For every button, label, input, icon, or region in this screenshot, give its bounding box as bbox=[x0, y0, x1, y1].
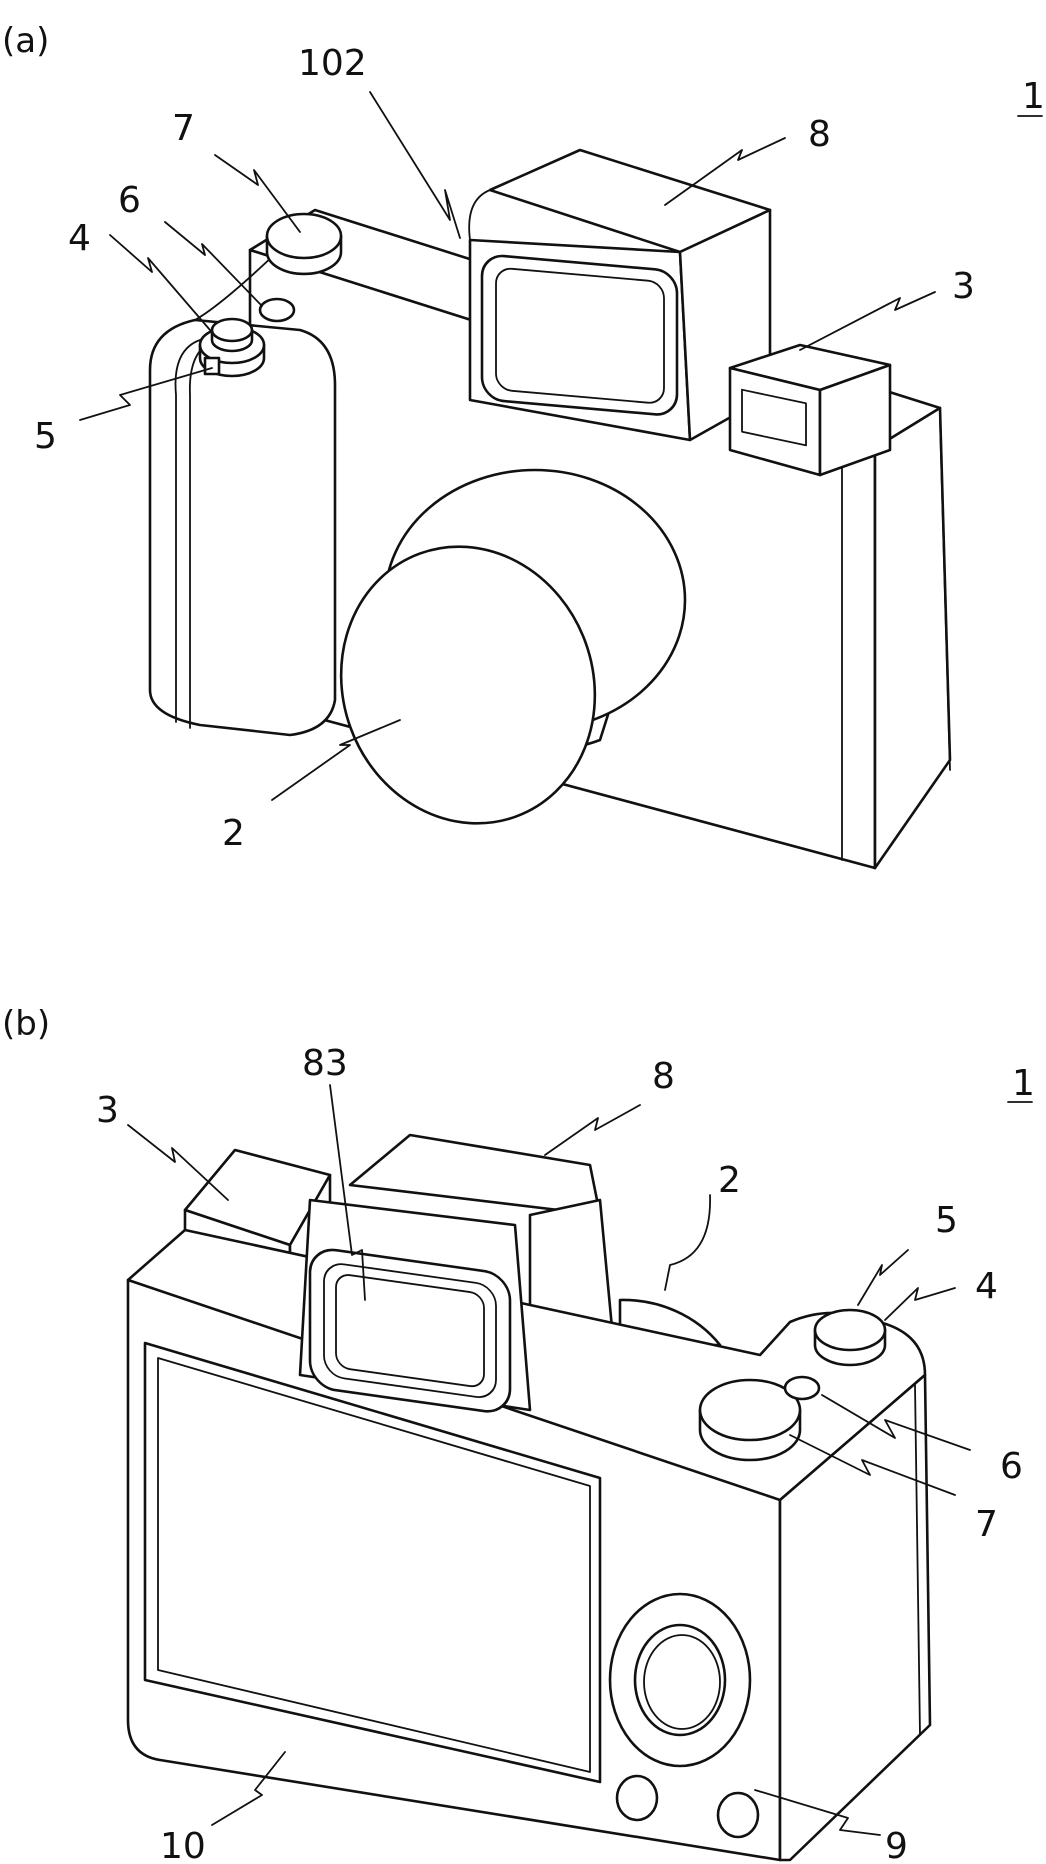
grip-front-edge-2 bbox=[174, 339, 201, 723]
wheel-center bbox=[633, 1623, 727, 1737]
wheel-center-inner bbox=[643, 1634, 721, 1730]
leader-5 bbox=[79, 367, 213, 421]
control-wheel-9 bbox=[608, 1592, 752, 1768]
leader-7 bbox=[214, 154, 301, 233]
callout-83-b: 83 bbox=[302, 1043, 348, 1084]
body-side-bevel bbox=[914, 1384, 921, 1736]
button-left-b bbox=[615, 1774, 659, 1822]
flash-3-a bbox=[728, 343, 892, 477]
panel-b-label: (b) bbox=[2, 1004, 50, 1044]
leader-5-b bbox=[857, 1249, 909, 1306]
flash-window bbox=[741, 388, 807, 447]
leader-4-b bbox=[884, 1287, 956, 1321]
button-right-b bbox=[716, 1791, 760, 1839]
lens-front-face bbox=[339, 545, 597, 825]
callout-5-a: 5 bbox=[34, 416, 57, 457]
leader-83 bbox=[329, 1084, 366, 1301]
leader-8-b bbox=[544, 1104, 641, 1156]
mode-dial-7-a bbox=[265, 212, 343, 276]
body-side-face bbox=[873, 406, 952, 870]
shutter-top-b bbox=[813, 1308, 887, 1352]
evf-top-b bbox=[348, 1133, 602, 1217]
panel-a-ref-label: 1 bbox=[1022, 76, 1045, 117]
evf-window-102 bbox=[480, 254, 679, 416]
shutter-button-4-b bbox=[813, 1308, 887, 1367]
lens-a bbox=[339, 468, 687, 825]
leader-2 bbox=[271, 719, 401, 801]
leader-3-b bbox=[127, 1124, 229, 1201]
callout-8-a: 8 bbox=[808, 114, 831, 155]
lcd-frame bbox=[143, 1341, 602, 1784]
callout-7-a: 7 bbox=[172, 108, 195, 149]
callout-10-b: 10 bbox=[160, 1826, 206, 1864]
leader-6 bbox=[164, 221, 263, 307]
panel-a: (a) 1 bbox=[2, 21, 1045, 870]
eyecup-window bbox=[335, 1274, 485, 1388]
leader-6-b bbox=[821, 1394, 971, 1451]
evf-window-inner bbox=[495, 267, 665, 404]
callout-8-b: 8 bbox=[652, 1056, 675, 1097]
leader-8 bbox=[664, 137, 786, 206]
mode-dial-7-b bbox=[698, 1378, 802, 1462]
panel-b: (b) 1 bbox=[2, 1004, 1035, 1864]
body-edge-bevel-2 bbox=[939, 419, 951, 771]
dial-top-b bbox=[698, 1378, 802, 1442]
panel-b-ref-label: 1 bbox=[1012, 1063, 1035, 1104]
shutter-button-4-a bbox=[198, 317, 266, 378]
leader-2-b bbox=[664, 1194, 711, 1291]
panel-a-label: (a) bbox=[2, 21, 49, 61]
callout-3-a: 3 bbox=[952, 266, 975, 307]
eyepiece-b bbox=[298, 1198, 532, 1413]
button-6-b bbox=[783, 1375, 821, 1401]
lcd-screen-10 bbox=[143, 1341, 602, 1784]
lcd-inner bbox=[157, 1357, 591, 1773]
leader-7-b bbox=[789, 1434, 956, 1496]
button-6-a bbox=[258, 297, 296, 323]
viewfinder-8-a bbox=[468, 148, 772, 442]
leader-102 bbox=[369, 91, 461, 239]
leader-4 bbox=[109, 234, 211, 331]
grip-body bbox=[148, 318, 337, 737]
leader-10 bbox=[211, 1751, 286, 1826]
callout-3-b: 3 bbox=[96, 1090, 119, 1131]
eyecup-inner bbox=[323, 1263, 497, 1399]
callout-7-b: 7 bbox=[975, 1504, 998, 1545]
evf-front-rim bbox=[468, 189, 491, 241]
callout-6-a: 6 bbox=[118, 180, 141, 221]
shutter-cap-top bbox=[210, 317, 254, 343]
dial-top bbox=[265, 212, 343, 260]
eyecup-83 bbox=[308, 1248, 512, 1413]
callout-4-a: 4 bbox=[68, 218, 91, 259]
leader-9 bbox=[754, 1789, 881, 1836]
callout-9-b: 9 bbox=[885, 1826, 908, 1864]
callout-4-b: 4 bbox=[975, 1266, 998, 1307]
flash-side bbox=[818, 363, 892, 477]
callout-102-a: 102 bbox=[298, 43, 367, 84]
callout-2-b: 2 bbox=[718, 1160, 741, 1201]
zoom-lever-5 bbox=[203, 356, 221, 376]
leader-3 bbox=[799, 291, 936, 351]
callout-6-b: 6 bbox=[1000, 1446, 1023, 1487]
callout-5-b: 5 bbox=[935, 1200, 958, 1241]
callout-2-a: 2 bbox=[222, 813, 245, 854]
